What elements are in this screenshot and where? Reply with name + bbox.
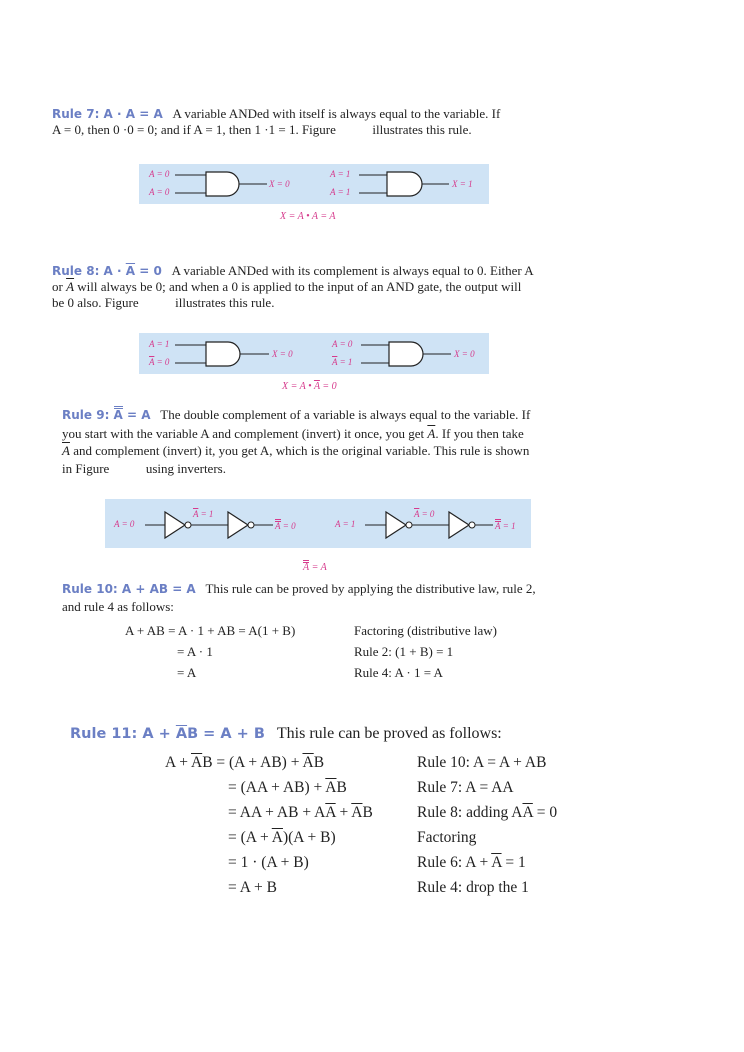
rule7-g1-in-b: A = 0	[149, 187, 170, 197]
and-gate-icon	[205, 171, 240, 197]
rule11-step6-expr: = A + B	[228, 879, 277, 896]
inverter-icon	[448, 510, 471, 540]
rule8-g2-out: X = 0	[454, 349, 475, 359]
rule9-text-line3: A and complement (invert) it, you get A,…	[62, 443, 530, 458]
rule10-heading: Rule 10: A + AB = A	[62, 582, 196, 596]
rule8-caption: X = A • A = 0	[282, 381, 337, 392]
rule11-step1-note: Rule 10: A = A + AB	[417, 754, 547, 771]
rule11-step3-note: Rule 8: adding AA = 0	[417, 804, 558, 821]
rule11-paragraph: Rule 11: A + AB = A + B This rule can be…	[70, 725, 502, 743]
rule7-g2-out: X = 1	[452, 179, 473, 189]
rule11-text: This rule can be proved as follows:	[276, 725, 502, 742]
rule10-step3-expr: = A	[177, 665, 197, 680]
and-gate-icon	[386, 171, 423, 197]
inverter-icon	[385, 510, 408, 540]
rule9-inverters	[145, 510, 493, 540]
rule9-figure: A = 0 A = 1 A = 0 A = 1 A = 0 A = 1	[105, 499, 531, 548]
and-gate-icon	[388, 341, 424, 367]
rule9-heading: Rule 9: A = A	[62, 406, 151, 422]
rule9-text-line4b: using inverters.	[145, 460, 226, 476]
rule10-step2-note: Rule 2: (1 + B) = 1	[354, 644, 454, 659]
rule10-step3-note: Rule 4: A · 1 = A	[354, 665, 443, 680]
rule11-step4-expr: = (A + A)(A + B)	[228, 829, 336, 846]
rule9-text-line2: you start with the variable A and comple…	[62, 425, 524, 441]
rule8-g2-in-a: A = 0	[332, 339, 353, 349]
rule7-g1-out: X = 0	[269, 179, 290, 189]
rule8-text-line3b: illustrates this rule.	[175, 295, 275, 310]
rule8-text-line2: or A will always be 0; and when a 0 is a…	[52, 279, 522, 294]
inverter-icon	[227, 510, 250, 540]
rule8-paragraph: Rule 8: A · A = 0 A variable ANDed with …	[52, 263, 592, 311]
inverter-icon	[164, 510, 187, 540]
rule11-step1-expr: A + AB = (A + AB) + AB	[165, 754, 325, 771]
rule7-heading: Rule 7: A · A = A	[52, 107, 163, 121]
rule8-text-line3: be 0 also. Figure	[52, 295, 139, 310]
rule8-text-line1: A variable ANDed with its complement is …	[171, 263, 534, 278]
rule7-g1-in-a: A = 0	[149, 169, 170, 179]
rule11-step2-note: Rule 7: A = AA	[417, 779, 514, 796]
rule9-caption: A = A	[303, 560, 327, 573]
rule7-paragraph: Rule 7: A · A = A A variable ANDed with …	[52, 106, 592, 138]
rule9-c2-in: A = 1	[335, 519, 356, 529]
rule11-step4-note: Factoring	[417, 829, 477, 846]
and-gate-icon	[205, 341, 241, 367]
rule7-caption: X = A • A = A	[280, 211, 336, 222]
rule11-step3-expr: = AA + AB + AA + AB	[228, 804, 373, 821]
rule9-text-line4: in Figure	[62, 460, 110, 476]
rule9-c1-out: A = 0	[275, 519, 296, 531]
rule8-gates	[175, 341, 451, 367]
rule9-paragraph: Rule 9: A = A The double complement of a…	[62, 406, 592, 477]
rule7-text-line2b: illustrates this rule.	[372, 122, 472, 137]
rule9-c1-in: A = 0	[114, 519, 135, 529]
rule7-g2-in-a: A = 1	[330, 169, 351, 179]
rule10-step2-expr: = A · 1	[177, 644, 213, 659]
rule7-text-line2: A = 0, then 0 ·0 = 0; and if A = 1, then…	[52, 122, 336, 137]
rule7-text-line1: A variable ANDed with itself is always e…	[172, 106, 501, 121]
rule7-g2-in-b: A = 1	[330, 187, 351, 197]
rule11-step5-expr: = 1 · (A + B)	[228, 854, 309, 871]
rule8-g1-out: X = 0	[272, 349, 293, 359]
rule9-c2-out: A = 1	[495, 519, 516, 531]
rule10-text-line2: and rule 4 as follows:	[62, 599, 174, 614]
rule7-figure: A = 0 A = 0 X = 0 A = 1 A = 1 X = 1	[139, 164, 489, 204]
rule8-g1-in-a: A = 1	[149, 339, 170, 349]
rule11-step5-note: Rule 6: A + A = 1	[417, 854, 526, 871]
rule8-g2-in-b: A = 1	[332, 357, 353, 367]
rule8-g1-in-b: A = 0	[149, 357, 170, 367]
rule11-step6-note: Rule 4: drop the 1	[417, 879, 529, 896]
rule10-paragraph: Rule 10: A + AB = A This rule can be pro…	[62, 580, 592, 616]
rule9-c2-mid: A = 0	[414, 509, 435, 519]
rule8-figure: A = 1 A = 0 X = 0 A = 0 A = 1 X = 0	[139, 333, 489, 374]
rule10-step1-expr: A + AB = A · 1 + AB = A(1 + B)	[125, 623, 296, 638]
rule10-step1-note: Factoring (distributive law)	[354, 623, 497, 638]
rule8-heading: Rule 8: A · A = 0	[52, 264, 162, 278]
rule9-text-line1: The double complement of a variable is a…	[160, 407, 531, 422]
rule11-step2-expr: = (AA + AB) + AB	[228, 779, 347, 796]
rule10-text-line1: This rule can be proved by applying the …	[205, 581, 536, 596]
rule9-c1-mid: A = 1	[193, 509, 214, 519]
rule11-heading: Rule 11: A + AB = A + B	[70, 726, 265, 742]
rule7-gates	[175, 171, 449, 197]
